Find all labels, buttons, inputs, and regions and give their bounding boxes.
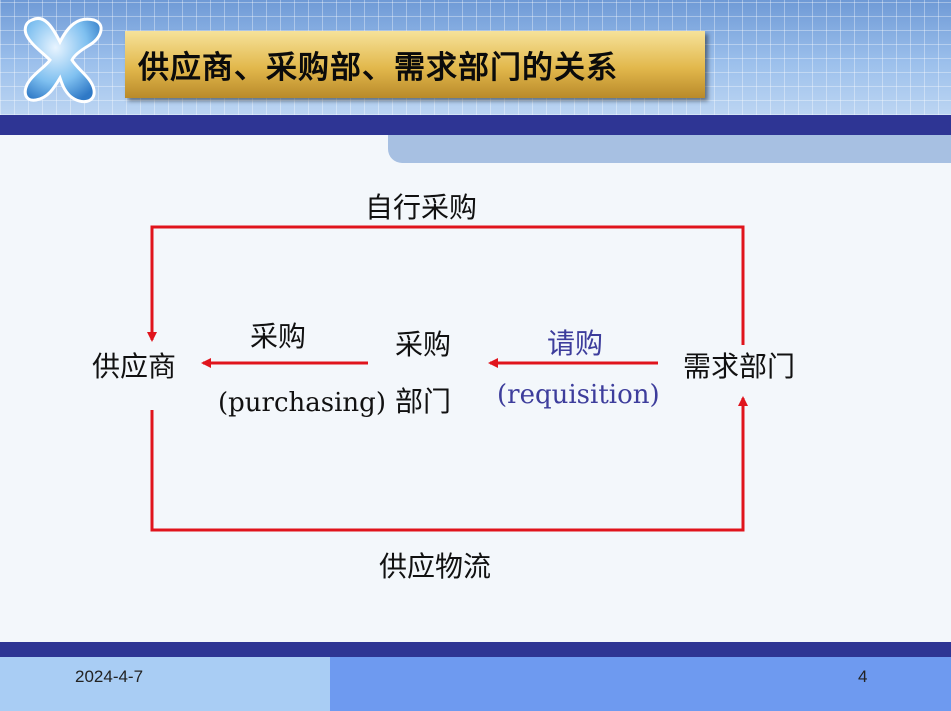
self-purchase-loop bbox=[147, 225, 745, 345]
supplier-node: 供应商 bbox=[92, 350, 177, 383]
content-area bbox=[0, 135, 951, 640]
purchasing-en-label: (purchasing) bbox=[218, 388, 386, 418]
supply-logistics-loop bbox=[150, 396, 748, 532]
page-number: 4 bbox=[858, 667, 868, 686]
requisition-en-label: (requisition) bbox=[497, 380, 660, 410]
supply-logistics-label: 供应物流 bbox=[379, 550, 492, 583]
footer-divider-bar bbox=[0, 642, 951, 657]
title-box: 供应商、采购部、需求部门的关系 bbox=[125, 31, 705, 98]
header-accent-pill bbox=[388, 135, 951, 163]
demand-dept-node: 需求部门 bbox=[683, 350, 796, 383]
page-title: 供应商、采购部、需求部门的关系 bbox=[138, 50, 618, 86]
footer-right-panel bbox=[330, 657, 951, 711]
footer-left-panel bbox=[0, 657, 330, 711]
purchasing-cn-label: 采购 bbox=[250, 320, 307, 353]
footer-date: 2024-4-7 bbox=[75, 667, 144, 686]
purchasing-dept-node-line1: 采购 bbox=[395, 328, 452, 361]
self-purchase-label: 自行采购 bbox=[365, 191, 478, 224]
requisition-cn-label: 请购 bbox=[547, 327, 604, 360]
purchasing-dept-node-line2: 部门 bbox=[395, 385, 452, 418]
header-divider-bar bbox=[0, 115, 951, 135]
logo-icon bbox=[23, 17, 103, 104]
